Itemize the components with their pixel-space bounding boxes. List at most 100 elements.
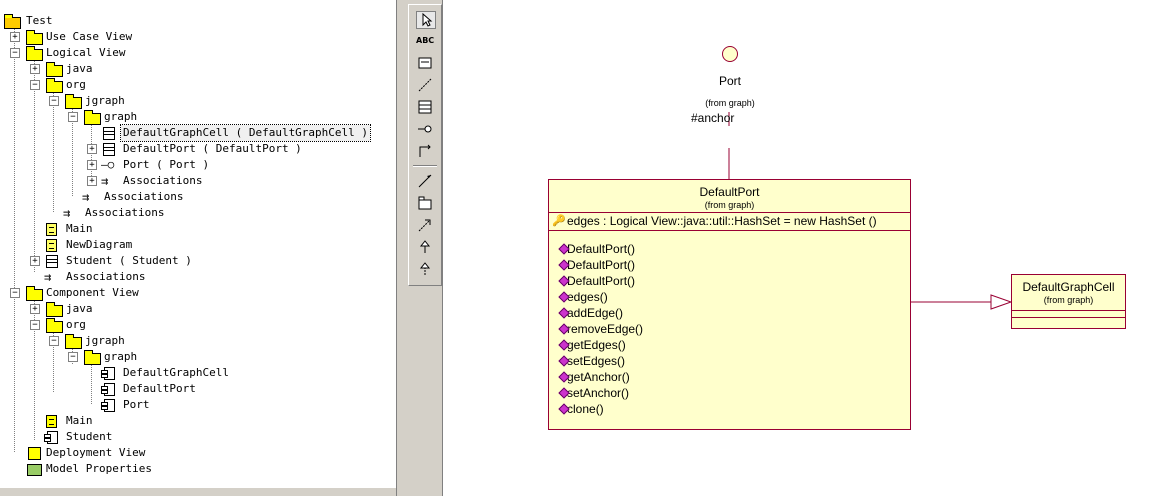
tree-node-associations[interactable]: + ⇉ Associations [87, 173, 357, 189]
collapse-minus-icon[interactable]: − [30, 320, 40, 330]
expand-plus-icon[interactable]: + [87, 176, 97, 186]
protected-attribute-icon: 🔑 [552, 215, 566, 227]
connectors [722, 46, 1013, 310]
tree-node-java[interactable]: + java [30, 61, 230, 77]
tree-node-component-view[interactable]: − Component View [10, 285, 210, 301]
operation-text: edges() [567, 290, 608, 304]
tree-node-test[interactable]: Test [4, 13, 204, 29]
tree-node-port-interface[interactable]: + –○ Port ( Port ) [87, 157, 357, 173]
expand-plus-icon[interactable]: + [87, 144, 97, 154]
tree-node-graph[interactable]: − graph [68, 109, 268, 125]
model-browser[interactable]: Test + Use Case View − Logical View + ja… [0, 0, 397, 496]
tree-node-newdiagram[interactable]: NewDiagram [30, 237, 300, 253]
component-icon [101, 398, 117, 412]
association-tool-icon[interactable] [416, 143, 434, 159]
deployment-icon [26, 446, 42, 460]
collapse-minus-icon[interactable]: − [68, 112, 78, 122]
tree-node-org[interactable]: − org [30, 317, 230, 333]
operation-row[interactable]: setEdges() [549, 353, 910, 369]
collapse-minus-icon[interactable]: − [49, 96, 59, 106]
tree-node-port-component[interactable]: Port [87, 397, 287, 413]
tree-node-label: DefaultGraphCell [123, 366, 229, 379]
anchor-note-icon[interactable] [416, 77, 434, 93]
tree-node-defaultgraphcell-class[interactable]: DefaultGraphCell ( DefaultGraphCell ) [87, 124, 372, 142]
operation-text: DefaultPort() [567, 258, 636, 272]
operation-row[interactable]: setAnchor() [549, 385, 910, 401]
tree-node-label: jgraph [85, 334, 125, 347]
operation-row[interactable]: clone() [549, 401, 910, 417]
realize-tool-icon[interactable] [416, 261, 434, 277]
interface-tool-icon[interactable] [416, 121, 434, 137]
tree-node-main-diagram[interactable]: Main [30, 221, 300, 237]
collapse-minus-icon[interactable]: − [30, 80, 40, 90]
tree-node-student-class[interactable]: + Student ( Student ) [30, 253, 300, 269]
diagram-icon [44, 222, 60, 236]
expand-plus-icon[interactable]: + [30, 256, 40, 266]
operation-text: removeEdge() [567, 322, 644, 336]
operation-text: setAnchor() [567, 386, 630, 400]
tree-node-associations[interactable]: ⇉ Associations [68, 189, 338, 205]
collapse-minus-icon[interactable]: − [10, 48, 20, 58]
tree-node-associations[interactable]: ⇉ Associations [30, 269, 300, 285]
operation-row[interactable]: addEdge() [549, 305, 910, 321]
tree-node-logical-view[interactable]: − Logical View [10, 45, 210, 61]
tree-node-label: java [66, 302, 93, 315]
tree-node-defaultport-component[interactable]: DefaultPort [87, 381, 287, 397]
operation-row[interactable]: DefaultPort() [549, 273, 910, 289]
generalization-tool-icon[interactable] [416, 239, 434, 255]
tree-node-label: Test [26, 14, 53, 27]
tree-node-label: Main [66, 222, 93, 235]
expand-plus-icon[interactable]: + [87, 160, 97, 170]
expand-plus-icon[interactable]: + [10, 32, 20, 42]
operation-row[interactable]: DefaultPort() [549, 257, 910, 273]
operation-row[interactable]: removeEdge() [549, 321, 910, 337]
tree-node-jgraph[interactable]: − jgraph [49, 333, 249, 349]
operation-row[interactable]: edges() [549, 289, 910, 305]
folder-icon [84, 350, 101, 365]
operation-text: DefaultPort() [567, 274, 636, 288]
expand-plus-icon[interactable]: + [30, 64, 40, 74]
diagram-toolbox: ABC [408, 4, 442, 286]
tree-node-defaultport-class[interactable]: + DefaultPort ( DefaultPort ) [87, 141, 357, 157]
tree-node-deployment-view[interactable]: Deployment View [10, 445, 210, 461]
operation-text: getAnchor() [567, 370, 630, 384]
tree-node-model-properties[interactable]: Model Properties [10, 461, 210, 477]
aggregation-tool-icon[interactable] [416, 173, 434, 189]
text-box-icon[interactable]: ABC [416, 36, 435, 45]
tree-node-graph[interactable]: − graph [68, 349, 268, 365]
defaultgraphcell-class-box[interactable]: DefaultGraphCell (from graph) [1011, 274, 1126, 329]
collapse-minus-icon[interactable]: − [49, 336, 59, 346]
diagram-canvas[interactable]: Port (from graph) #anchor DefaultPort (f… [442, 0, 1161, 496]
note-icon[interactable] [416, 55, 434, 71]
class-name: DefaultGraphCell [1022, 280, 1115, 294]
defaultport-class-box[interactable]: DefaultPort (from graph) 🔑 edges : Logic… [548, 179, 911, 430]
collapse-minus-icon[interactable]: − [68, 352, 78, 362]
operation-row[interactable]: getAnchor() [549, 369, 910, 385]
class-tool-icon[interactable] [416, 99, 434, 115]
port-from: (from graph) [705, 98, 755, 108]
class-from: (from graph) [704, 200, 755, 210]
attribute-row[interactable]: 🔑 edges : Logical View::java::util::Hash… [549, 213, 910, 230]
tree-node-java[interactable]: + java [30, 301, 230, 317]
properties-icon [26, 462, 42, 476]
collapse-minus-icon[interactable]: − [10, 288, 20, 298]
horizontal-scrollbar[interactable] [0, 488, 396, 496]
package-tool-icon[interactable] [416, 195, 434, 211]
association-icon: ⇉ [44, 270, 52, 284]
operation-row[interactable]: DefaultPort() [549, 241, 910, 257]
select-arrow-icon[interactable] [416, 11, 436, 29]
folder-icon [26, 46, 43, 61]
tree-node-associations[interactable]: ⇉ Associations [49, 205, 319, 221]
expand-plus-icon[interactable]: + [30, 304, 40, 314]
tree-node-main-component-diagram[interactable]: Main [30, 413, 230, 429]
tree-node-use-case-view[interactable]: + Use Case View [10, 29, 210, 45]
operation-row[interactable]: getEdges() [549, 337, 910, 353]
tree-node-org[interactable]: − org [30, 77, 230, 93]
port-name[interactable]: Port [718, 74, 741, 88]
tree-node-label: java [66, 62, 93, 75]
tree-node-student-component[interactable]: Student [30, 429, 230, 445]
anchor-role-label[interactable]: #anchor [691, 111, 735, 125]
tree-node-jgraph[interactable]: − jgraph [49, 93, 249, 109]
tree-node-defaultgraphcell-component[interactable]: DefaultGraphCell [87, 365, 287, 381]
dependency-tool-icon[interactable] [416, 217, 434, 233]
